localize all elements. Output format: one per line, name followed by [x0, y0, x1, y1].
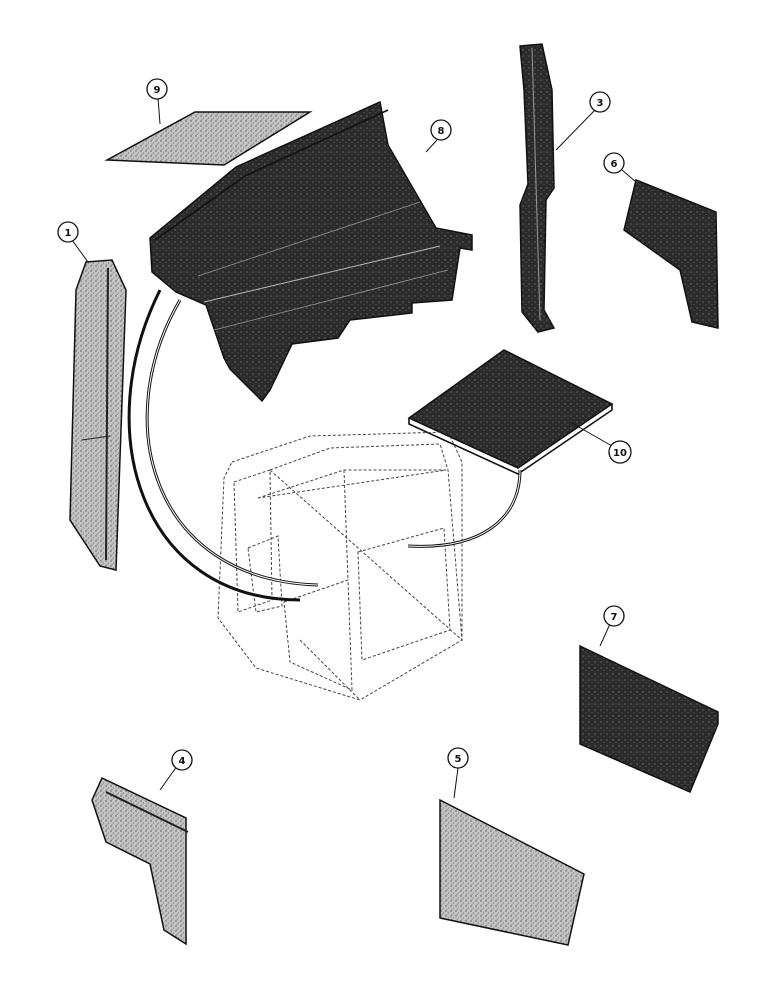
callout-10: 10: [608, 440, 632, 464]
callout-9-label: 9: [154, 85, 161, 96]
callout-leaders: [71, 97, 637, 799]
callout-1: 1: [57, 221, 79, 243]
callout-10-label: 10: [613, 448, 627, 459]
callout-4: 4: [171, 749, 193, 771]
part-10-floor-mat: [407, 349, 614, 475]
part-3-right-pillar-pad: [519, 43, 556, 333]
assembly-arcs: [127, 289, 522, 602]
callout-3: 3: [589, 91, 611, 113]
callout-8: 8: [430, 119, 452, 141]
callout-8-label: 8: [438, 126, 445, 137]
part-4-lower-left-panel: [91, 776, 189, 946]
callout-1-label: 1: [65, 228, 72, 239]
part-5-lower-front-panel: [439, 798, 585, 946]
part-1-left-pillar-pad: [69, 259, 127, 571]
callout-9: 9: [146, 78, 168, 100]
callout-6: 6: [603, 152, 625, 174]
part-9-headliner-pad: [104, 111, 313, 166]
callout-5: 5: [447, 747, 469, 769]
callout-6-label: 6: [611, 159, 618, 170]
part-7-lower-side-panel: [579, 644, 719, 793]
callout-7: 7: [603, 605, 625, 627]
part-8-rear-wall-pad: [149, 100, 473, 403]
part-6-side-panel-pad: [623, 178, 719, 329]
cab-phantom-outline: [217, 431, 463, 701]
callout-4-label: 4: [179, 756, 186, 767]
callout-7-label: 7: [611, 612, 618, 623]
callout-3-label: 3: [597, 98, 604, 109]
callout-5-label: 5: [455, 754, 462, 765]
